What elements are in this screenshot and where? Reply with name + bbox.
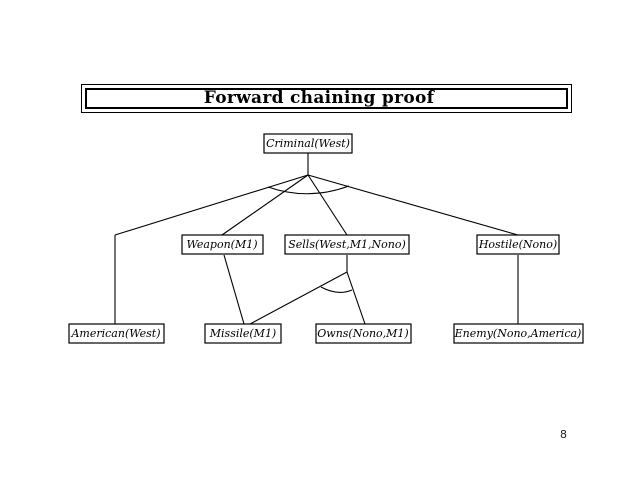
title-frame-inner bbox=[85, 88, 568, 109]
node-missile-m1: Missile(M1) bbox=[204, 323, 282, 344]
edge-criminal-weapon bbox=[221, 174, 309, 236]
node-label-american-west: American(West) bbox=[70, 327, 160, 340]
node-label-hostile-nono: Hostile(Nono) bbox=[478, 238, 557, 251]
node-label-enemy-nono-america: Enemy(Nono,America) bbox=[454, 327, 582, 340]
conjunction-arc-criminal bbox=[267, 185, 350, 195]
node-label-missile-m1: Missile(M1) bbox=[209, 327, 276, 340]
node-owns-nono-m1: Owns(Nono,M1) bbox=[315, 323, 412, 344]
node-label-criminal-west: Criminal(West) bbox=[266, 137, 350, 150]
edge-criminal-sells bbox=[307, 174, 348, 236]
page-number: 8 bbox=[560, 428, 567, 441]
node-criminal-west: Criminal(West) bbox=[263, 133, 353, 154]
node-hostile-nono: Hostile(Nono) bbox=[476, 234, 560, 255]
node-american-west: American(West) bbox=[68, 323, 165, 344]
edge-weapon-missile bbox=[223, 254, 245, 325]
edge-sells-owns bbox=[346, 271, 366, 325]
edge-sells-missile bbox=[249, 271, 348, 325]
title-frame bbox=[81, 84, 572, 113]
slide-title: Forward chaining proof bbox=[203, 88, 435, 108]
conjunction-arc-sells bbox=[320, 286, 353, 293]
node-weapon-m1: Weapon(M1) bbox=[181, 234, 264, 255]
node-sells-west-m1-nono: Sells(West,M1,Nono) bbox=[284, 234, 410, 255]
node-label-sells-west-m1-nono: Sells(West,M1,Nono) bbox=[288, 238, 406, 251]
node-label-owns-nono-m1: Owns(Nono,M1) bbox=[317, 327, 408, 340]
node-label-weapon-m1: Weapon(M1) bbox=[186, 238, 257, 251]
edge-criminal-american bbox=[114, 174, 309, 236]
edge-criminal-hostile bbox=[307, 174, 519, 236]
node-enemy-nono-america: Enemy(Nono,America) bbox=[453, 323, 584, 344]
